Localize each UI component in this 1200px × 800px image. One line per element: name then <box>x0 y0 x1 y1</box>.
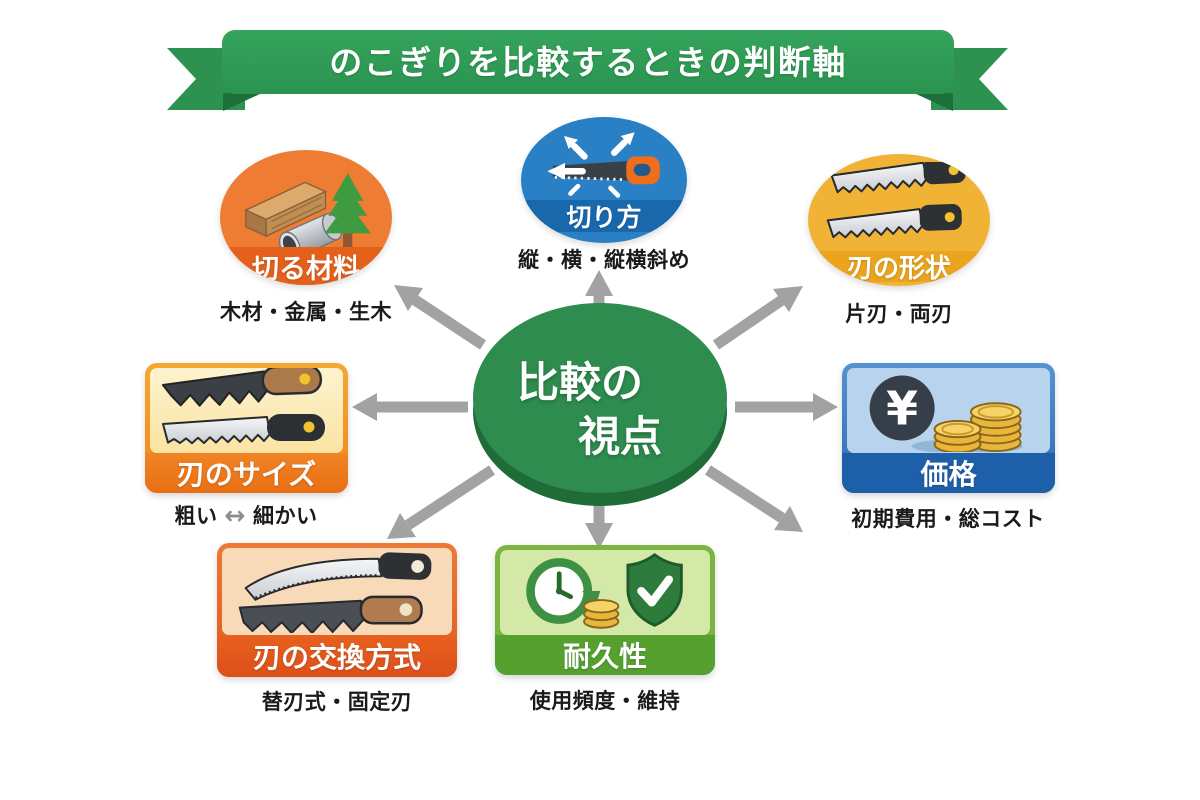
yen-coins-icon: ¥ <box>869 375 1023 452</box>
arrow-up-left <box>394 285 487 350</box>
replaceable-blades-icon <box>238 552 432 633</box>
blade-size-subtitle-right: 細かい <box>252 504 318 528</box>
title-banner <box>167 30 1008 111</box>
cutting-subtitle: 縦・横・縦横斜め <box>518 248 690 272</box>
arrow-down-right <box>705 465 803 532</box>
arrow-left <box>352 393 468 421</box>
hub-face <box>473 303 727 493</box>
blade-shape-label: 刃の形状 <box>846 254 951 284</box>
wood-pipe-tree-icon <box>244 173 371 250</box>
arrow-down <box>585 505 613 549</box>
ribbon-left-fold <box>223 93 262 111</box>
replacement-label: 刃の交換方式 <box>252 641 421 674</box>
blade-shape-band: 刃の形状 <box>808 251 990 284</box>
blade-size-subtitle: 粗い↔細かい <box>175 500 318 530</box>
durability-label: 耐久性 <box>562 640 647 673</box>
two-saw-blades-icon <box>826 162 966 239</box>
cutting-band: 切り方 <box>521 200 687 232</box>
yen-symbol: ¥ <box>886 381 918 435</box>
blade-size-subtitle-left: 粗い <box>174 504 218 528</box>
replacement-subtitle: 替刃式・固定刃 <box>261 690 413 714</box>
replacement-band: 刃の交換方式 <box>217 635 457 677</box>
node-replacement: 刃の交換方式 <box>217 543 457 677</box>
node-price: ¥ 価格 <box>842 363 1055 493</box>
material-band: 切る材料 <box>220 247 392 285</box>
blade-size-label: 刃のサイズ <box>176 458 317 491</box>
ribbon-right-fold <box>914 93 953 111</box>
blade-size-band: 刃のサイズ <box>145 453 348 493</box>
saw-direction-arrows-icon <box>547 132 660 198</box>
banner-title: のこぎりを比較するときの判断軸 <box>329 43 847 82</box>
arrow-up-right <box>712 286 803 350</box>
blade-shape-subtitle: 片刃・両刃 <box>845 302 953 326</box>
hub-title: 比較の 視点 <box>460 297 740 497</box>
hub-title-line2: 視点 <box>577 412 663 461</box>
node-blade-shape: 刃の形状 <box>808 154 990 286</box>
node-material: 切る材料 <box>220 150 392 285</box>
material-subtitle: 木材・金属・生木 <box>220 300 392 324</box>
price-subtitle: 初期費用・総コスト <box>851 507 1045 531</box>
cutting-label: 切り方 <box>566 203 642 232</box>
coarse-fine-saws-icon <box>161 368 325 445</box>
node-durability: 耐久性 <box>495 545 715 675</box>
durability-band: 耐久性 <box>495 635 715 675</box>
durability-subtitle: 使用頻度・維持 <box>529 689 681 713</box>
arrow-right <box>735 393 838 421</box>
double-arrow-icon: ↔ <box>224 501 246 530</box>
node-cutting: 切り方 <box>521 117 687 243</box>
central-hub <box>473 303 727 506</box>
clock-coins-shield-icon <box>526 552 683 629</box>
price-band: 価格 <box>842 453 1055 493</box>
hub-title-line1: 比較の <box>516 358 644 407</box>
material-label: 切る材料 <box>252 253 360 285</box>
node-blade-size: 刃のサイズ <box>145 363 348 493</box>
price-label: 価格 <box>920 458 977 491</box>
arrow-down-left <box>387 465 496 539</box>
ribbon-band <box>222 30 954 94</box>
